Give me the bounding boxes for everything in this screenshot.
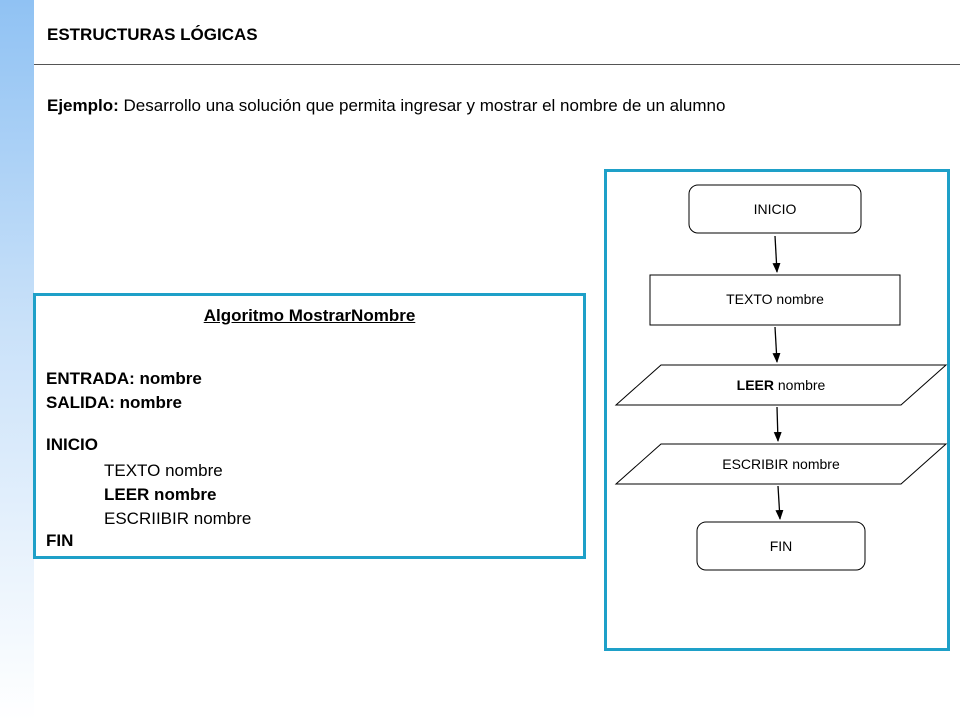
algorithm-step-write: ESCRIIBIR nombre — [104, 509, 252, 528]
example-label: Ejemplo: — [47, 96, 119, 115]
flow-output-label: ESCRIBIR nombre — [722, 456, 840, 472]
flow-end-node — [696, 521, 866, 571]
flow-output-node — [614, 443, 948, 485]
algorithm-title: Algoritmo MostrarNombre — [203, 306, 416, 325]
algorithm-input: ENTRADA: nombre — [46, 369, 202, 388]
algorithm-start: INICIO — [46, 435, 98, 454]
example-text: Desarrollo una solución que permita ingr… — [118, 96, 726, 115]
algorithm-output: SALIDA: nombre — [46, 393, 182, 412]
flow-start-node — [688, 184, 862, 234]
flow-arrow-4 — [775, 485, 784, 520]
title-divider — [34, 64, 960, 65]
flow-process-node — [649, 274, 901, 326]
example-statement: Ejemplo: Desarrollo una solución que per… — [47, 96, 725, 116]
flow-start-label: INICIO — [753, 201, 797, 217]
side-gradient-stripe — [0, 0, 34, 720]
flow-input-node — [614, 364, 948, 406]
page-title: ESTRUCTURAS LÓGICAS — [47, 25, 258, 44]
flow-arrow-1 — [772, 235, 781, 273]
algorithm-box: Algoritmo MostrarNombre ENTRADA: nombre … — [33, 293, 586, 559]
algorithm-end: FIN — [46, 531, 74, 550]
flow-arrow-2 — [772, 326, 781, 363]
flow-end-label: FIN — [769, 538, 793, 554]
algorithm-step-read: LEER nombre — [104, 485, 217, 504]
flow-input-label: LEER nombre — [616, 377, 946, 393]
flow-arrow-3 — [773, 406, 782, 442]
algorithm-step-text: TEXTO nombre — [104, 461, 223, 480]
flow-input-rest: nombre — [773, 377, 826, 393]
flow-input-keyword: LEER — [736, 377, 774, 393]
flow-process-label: TEXTO nombre — [726, 291, 824, 307]
